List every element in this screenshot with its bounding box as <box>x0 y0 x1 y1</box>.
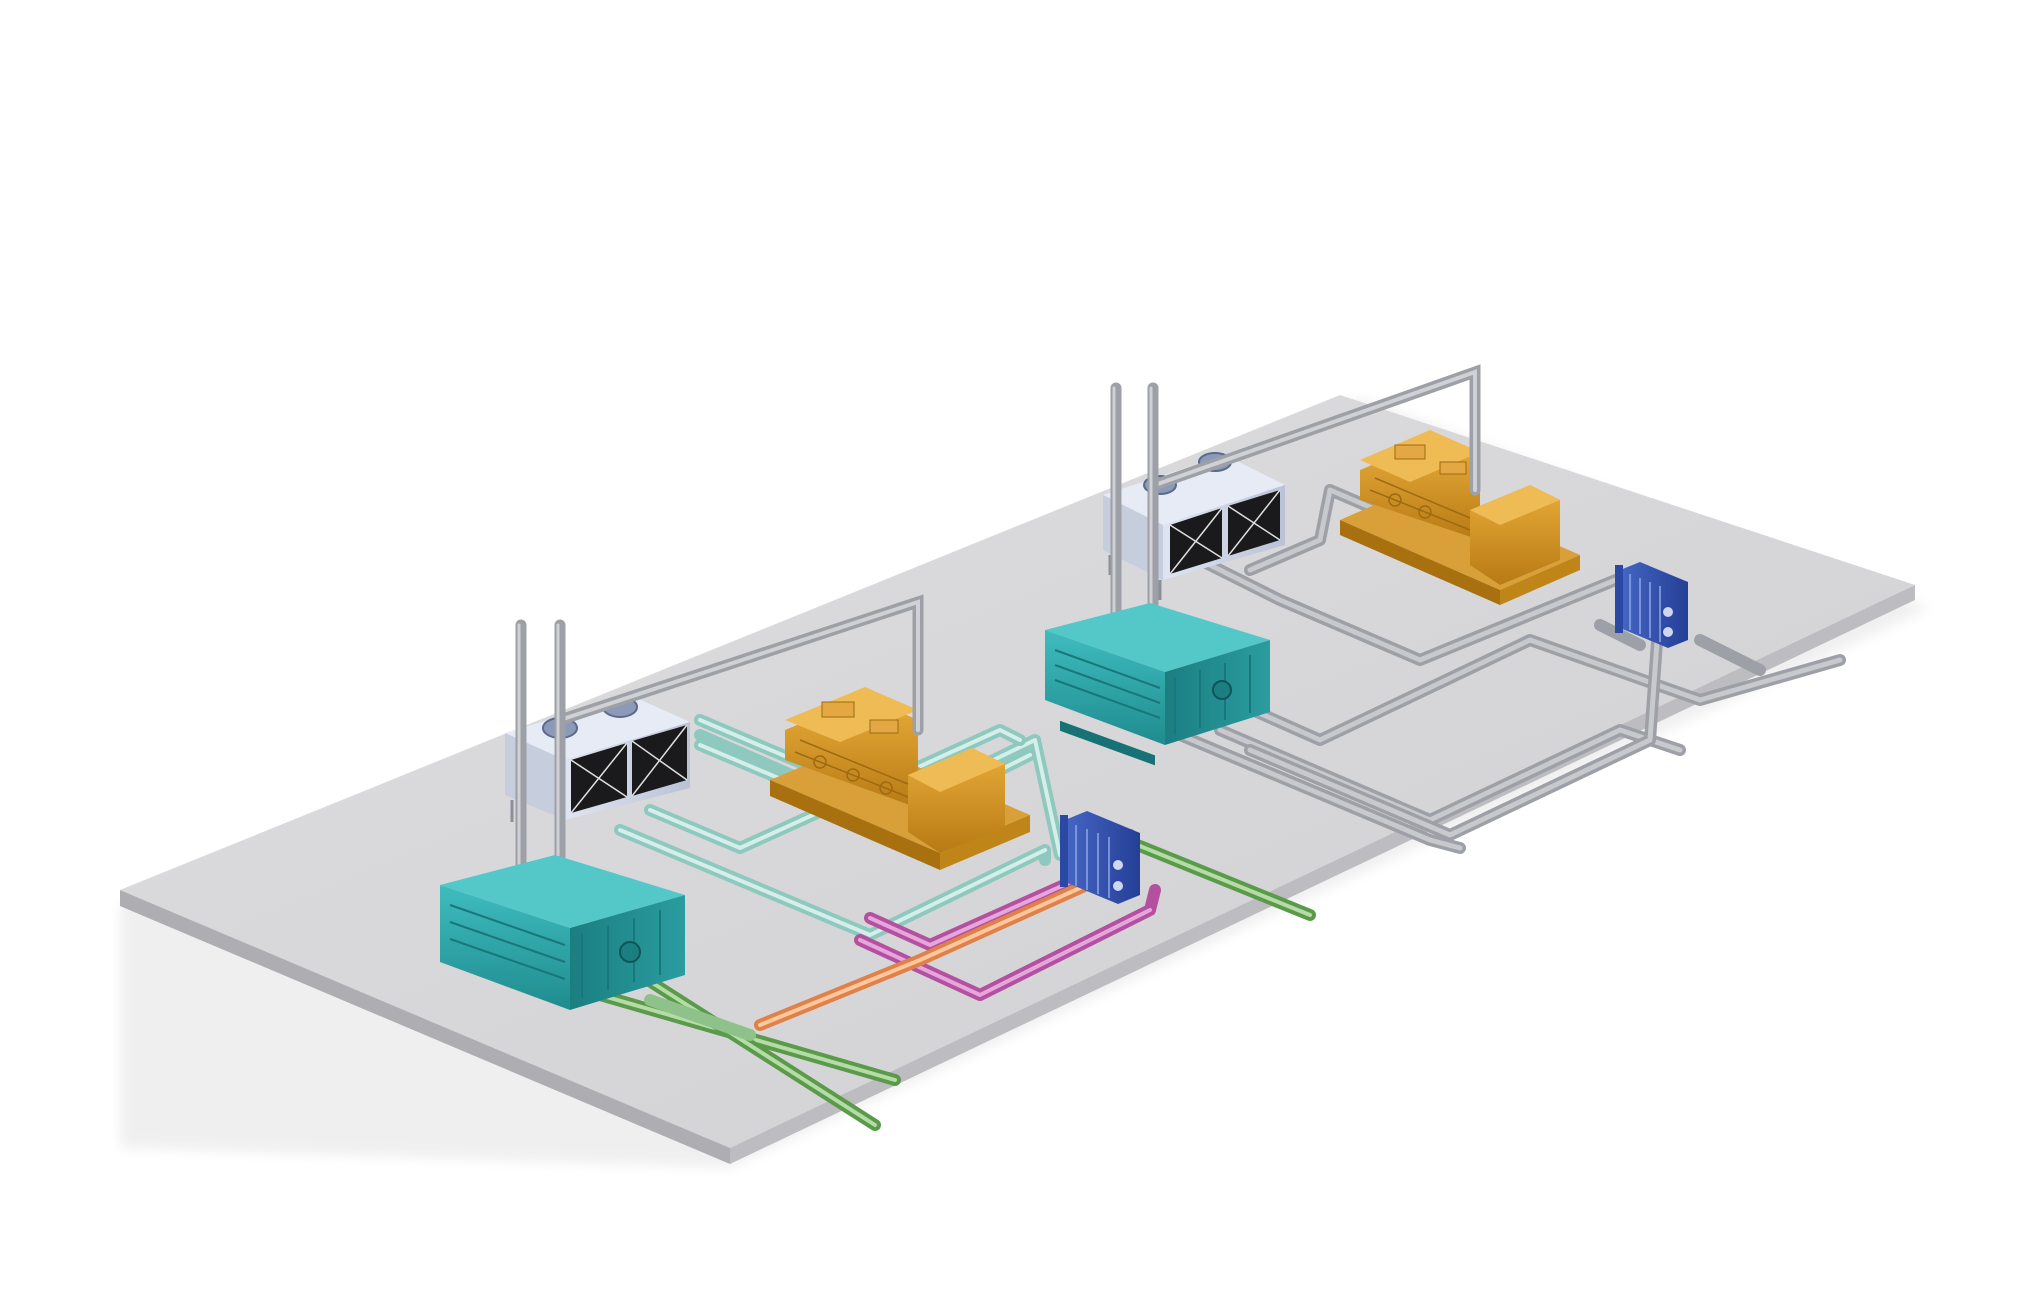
unit-1-absorption-chiller <box>440 855 685 1010</box>
unit-2-pipes <box>1174 484 1846 854</box>
unit-1-chilled-pipe-d <box>644 994 756 1041</box>
unit-2-chiller-front <box>1045 630 1165 745</box>
unit-2-pipe-c-hl <box>1177 732 1463 851</box>
unit-2-engine-skid-front <box>1340 520 1500 605</box>
unit-2-exhaust-stacks <box>1110 364 1481 646</box>
unit-1-chiller-flange-icon <box>619 941 641 963</box>
unit-2-pipe-g <box>1694 634 1766 676</box>
unit-2 <box>1045 364 1846 854</box>
unit-1-chiller-front <box>440 885 570 1010</box>
unit-2-chiller-flange-icon <box>1212 680 1232 700</box>
unit-2-pipe-e-hl <box>1197 557 1643 663</box>
unit-2-plate-heat-exchanger <box>1615 562 1688 648</box>
unit-1-engine-skid-right <box>940 815 1030 870</box>
unit-1-cooler-top <box>505 695 690 760</box>
unit-2-pipe-f-hl <box>1247 487 1403 573</box>
unit-2-gas-engine <box>1340 430 1580 605</box>
unit-1-exhaust-stacks <box>515 594 924 906</box>
unit-1-engine-skid-front <box>770 780 940 870</box>
platform-front-edge <box>120 890 730 1164</box>
unit-2-chiller-top <box>1045 603 1270 672</box>
unit-2-pipe-a-hl <box>1227 637 1843 743</box>
unit-1 <box>440 594 1316 1131</box>
unit-2-engine-skid-right <box>1500 555 1580 605</box>
unit-1-gas-engine <box>770 687 1030 870</box>
unit-2-pipe-h <box>1594 619 1646 651</box>
platform <box>120 395 1930 1168</box>
unit-2-absorption-chiller <box>1045 603 1270 766</box>
unit-1-chiller-top <box>440 855 685 928</box>
unit-1-plate-heat-exchanger <box>1060 811 1140 904</box>
unit-2-pipe-d-hl <box>1247 597 1663 838</box>
